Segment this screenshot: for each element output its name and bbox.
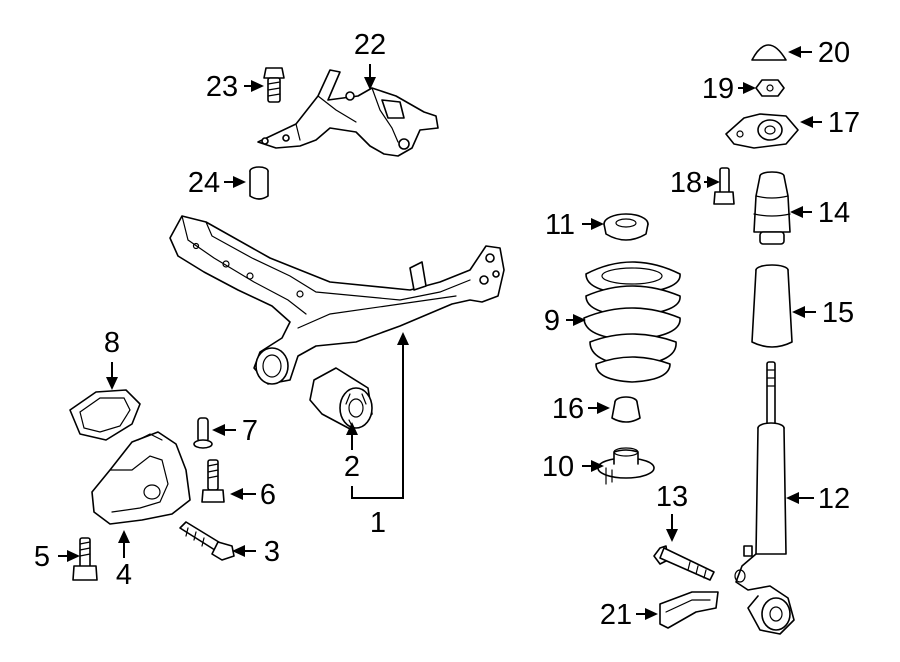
part-18-bolt bbox=[713, 167, 735, 205]
callout-13: 13 bbox=[656, 481, 688, 513]
leader-2 bbox=[346, 422, 358, 450]
leader-21 bbox=[636, 608, 658, 620]
part-17-upper-mount bbox=[725, 113, 799, 149]
callout-18: 18 bbox=[670, 167, 702, 199]
callout-16: 16 bbox=[552, 393, 584, 425]
part-22-level-sensor bbox=[257, 69, 439, 157]
part-13-bolt bbox=[653, 545, 715, 581]
callout-24: 24 bbox=[188, 167, 220, 199]
leader-24 bbox=[224, 176, 246, 188]
leader-5 bbox=[58, 550, 80, 562]
leader-12 bbox=[786, 492, 814, 504]
callout-21: 21 bbox=[600, 599, 632, 631]
callout-8: 8 bbox=[104, 327, 120, 359]
callout-6: 6 bbox=[260, 479, 276, 511]
leader-9 bbox=[566, 314, 586, 326]
leader-17 bbox=[800, 116, 822, 128]
leader-16 bbox=[588, 402, 610, 414]
leader-23 bbox=[244, 80, 264, 92]
part-20-cap bbox=[751, 44, 787, 61]
part-23-bolt bbox=[263, 67, 285, 103]
part-14-bump-stop bbox=[753, 171, 791, 245]
callout-11: 11 bbox=[545, 209, 575, 241]
callout-12: 12 bbox=[818, 483, 850, 515]
part-9-coil-spring bbox=[583, 261, 681, 383]
callout-3: 3 bbox=[264, 536, 280, 568]
leader-6 bbox=[230, 488, 256, 500]
leader-18 bbox=[704, 176, 720, 188]
part-21-bracket bbox=[659, 591, 719, 629]
leader-11 bbox=[582, 218, 604, 230]
callout-4: 4 bbox=[116, 559, 132, 591]
leader-10 bbox=[582, 460, 604, 472]
part-19-nut bbox=[755, 79, 785, 97]
leader-19 bbox=[738, 82, 756, 94]
callout-17: 17 bbox=[828, 107, 860, 139]
leader-7 bbox=[212, 424, 236, 436]
callout-1: 1 bbox=[370, 507, 386, 539]
part-10-lower-seat bbox=[597, 447, 655, 485]
leader-20 bbox=[788, 46, 812, 58]
callout-22: 22 bbox=[354, 29, 386, 61]
part-11-spring-seat bbox=[603, 213, 649, 241]
callout-5: 5 bbox=[34, 541, 50, 573]
part-7-bolt bbox=[193, 417, 213, 449]
leader-3 bbox=[232, 545, 256, 557]
callout-10: 10 bbox=[542, 451, 574, 483]
part-6-bolt bbox=[201, 459, 225, 503]
callout-2: 2 bbox=[344, 451, 360, 483]
part-2-bushing bbox=[309, 367, 373, 431]
part-3-bolt bbox=[179, 521, 235, 561]
part-16-bushing bbox=[611, 396, 641, 423]
part-15-dust-boot bbox=[751, 264, 793, 348]
part-24-sleeve bbox=[249, 166, 269, 200]
callout-7: 7 bbox=[242, 415, 258, 447]
leader-14 bbox=[790, 206, 812, 218]
callout-19: 19 bbox=[702, 73, 734, 105]
callout-20: 20 bbox=[818, 37, 850, 69]
leader-8 bbox=[106, 362, 118, 390]
part-8-pad bbox=[69, 389, 141, 441]
callout-9: 9 bbox=[544, 305, 560, 337]
part-1-axle-beam bbox=[169, 215, 505, 385]
leader-13 bbox=[666, 514, 678, 542]
part-5-bolt bbox=[72, 537, 98, 581]
leader-22 bbox=[364, 64, 376, 90]
callout-23: 23 bbox=[206, 71, 238, 103]
callout-14: 14 bbox=[818, 197, 850, 229]
leader-15 bbox=[792, 306, 816, 318]
leader-4 bbox=[118, 530, 130, 558]
part-12-shock-absorber bbox=[734, 361, 795, 635]
part-4-bracket bbox=[91, 431, 191, 525]
leader-1 bbox=[351, 332, 409, 499]
callout-15: 15 bbox=[822, 297, 854, 329]
